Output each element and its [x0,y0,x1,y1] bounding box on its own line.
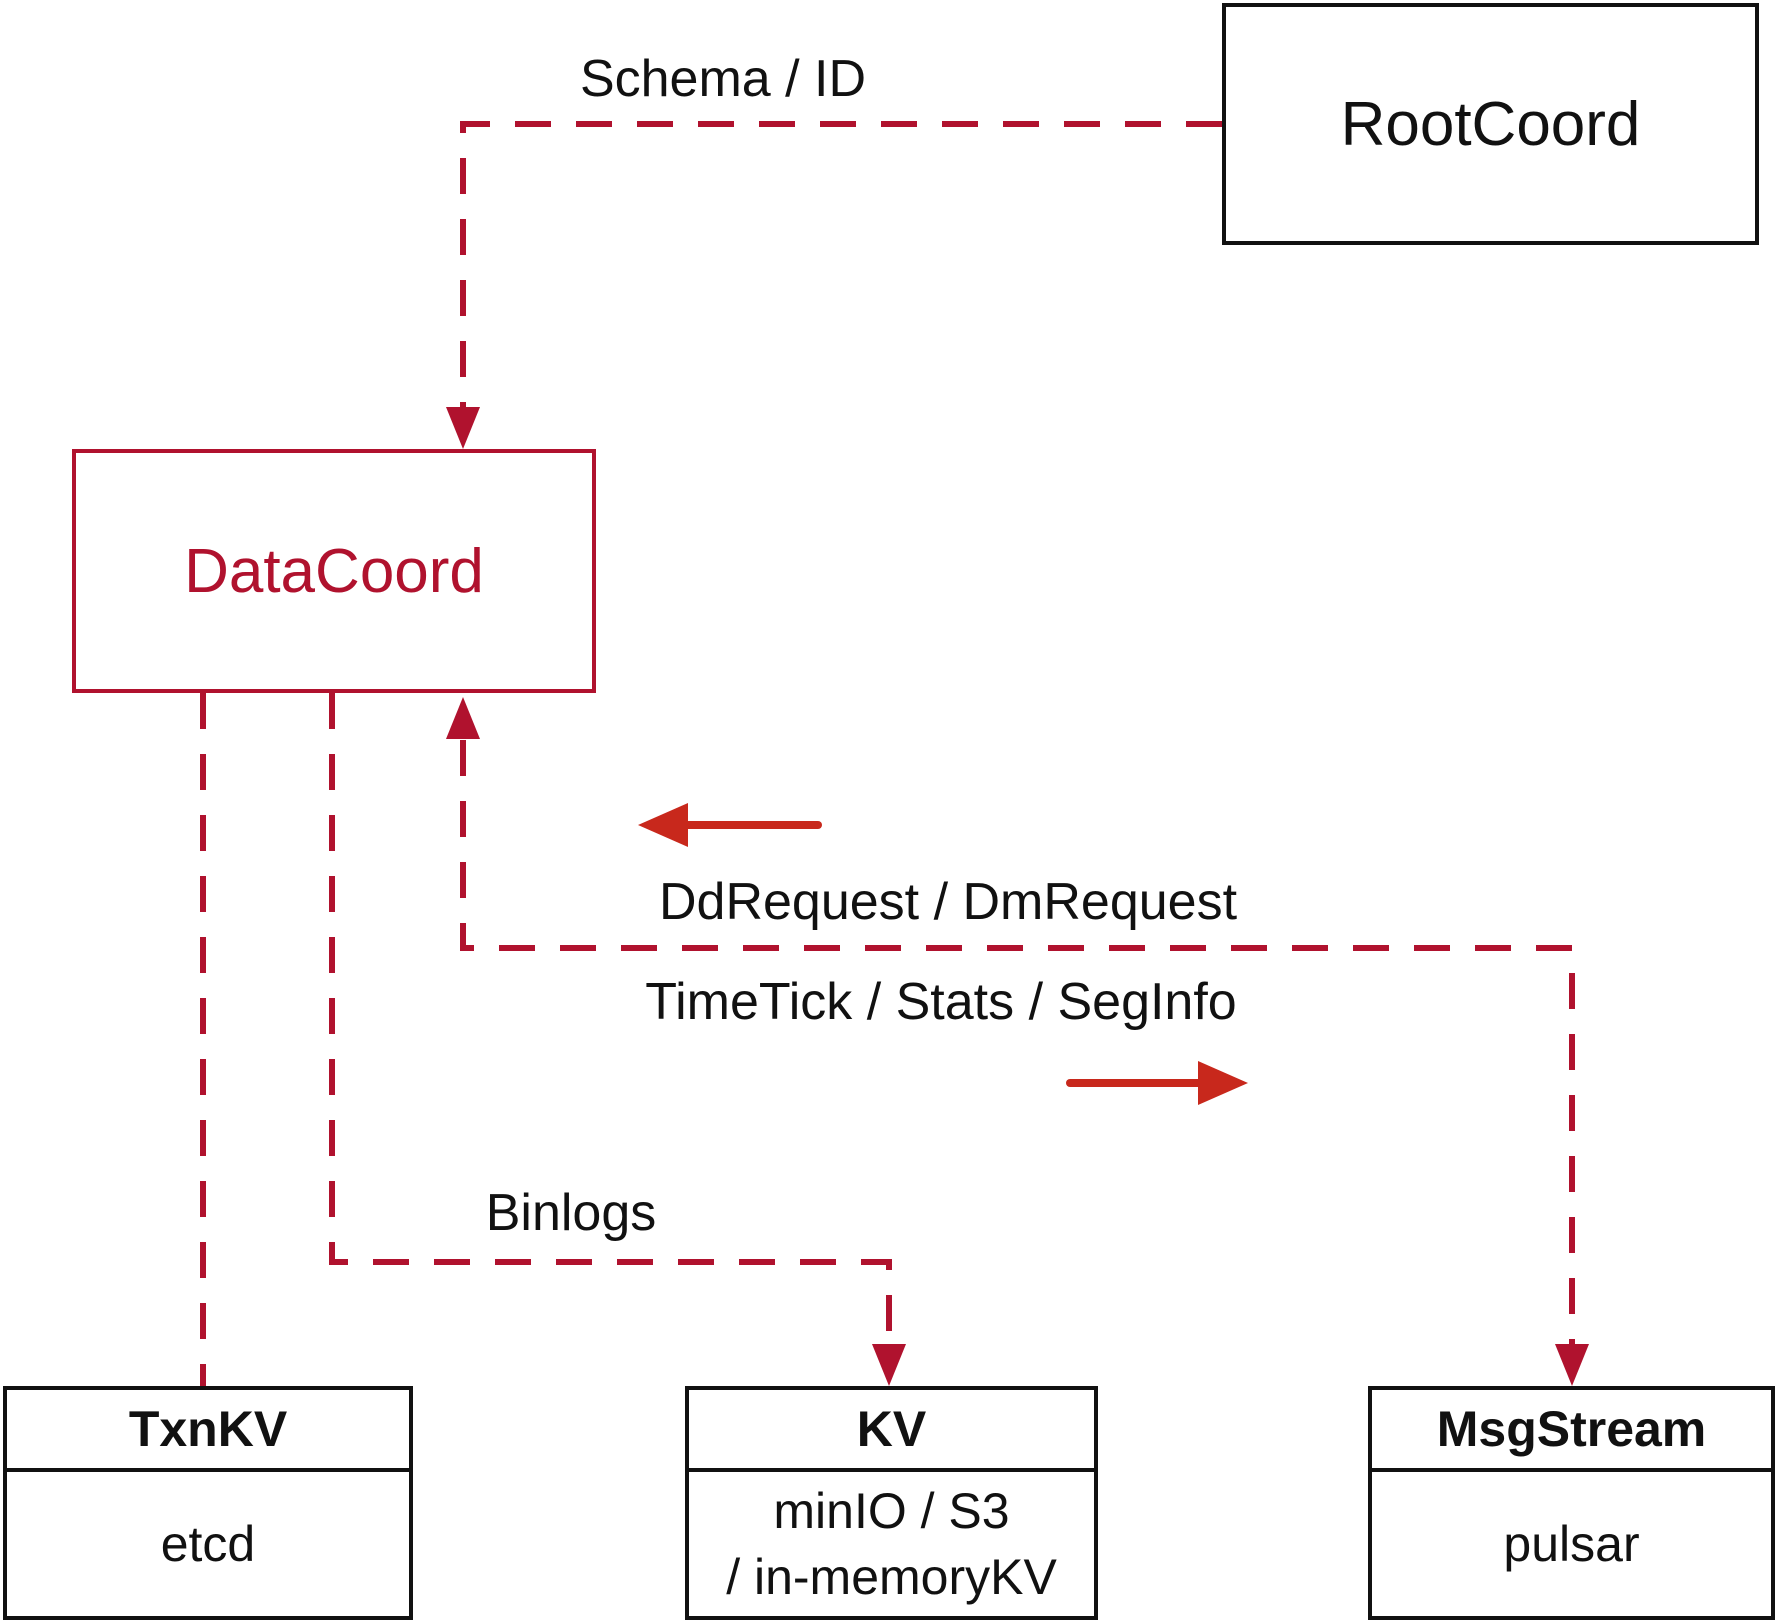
kv-box: KV minIO / S3 / in-memoryKV [685,1386,1098,1620]
kv-body: minIO / S3 / in-memoryKV [689,1472,1094,1616]
txnkv-impl: etcd [160,1516,256,1572]
flow-arrow-left-head [638,803,688,847]
edge-label-binlogs: Binlogs [485,1184,657,1242]
edge-label-timetick-stats-seginfo: TimeTick / Stats / SegInfo [645,973,1237,1031]
arrowhead-into-kv-top [872,1344,906,1386]
arrowhead-into-msgstream-top [1555,1344,1589,1386]
rootcoord-box: RootCoord [1222,3,1759,245]
kv-title: KV [856,1401,927,1457]
rootcoord-title: RootCoord [1340,89,1641,159]
datacoord-title: DataCoord [184,536,484,606]
edge-msgstream-datacoord [460,740,1575,1344]
kv-header: KV [689,1390,1094,1472]
msgstream-impl: pulsar [1503,1516,1640,1572]
msgstream-box: MsgStream pulsar [1368,1386,1775,1620]
txnkv-box: TxnKV etcd [3,1386,413,1620]
txnkv-title: TxnKV [128,1401,288,1457]
msgstream-header: MsgStream [1372,1390,1771,1472]
arrowhead-into-datacoord-top [446,407,480,449]
msgstream-body: pulsar [1372,1472,1771,1616]
flow-arrow-right-head [1198,1061,1248,1105]
msgstream-title: MsgStream [1436,1401,1707,1457]
kv-impl-line2: / in-memoryKV [726,1549,1057,1605]
arrowhead-into-datacoord-bottom [446,697,480,739]
edge-rootcoord-to-datacoord [460,121,1222,441]
kv-impl-line1: minIO / S3 [773,1483,1010,1539]
datacoord-box: DataCoord [72,449,596,693]
txnkv-body: etcd [7,1472,409,1616]
edge-label-schema-id: Schema / ID [579,50,867,108]
txnkv-header: TxnKV [7,1390,409,1472]
edge-label-dd-dm-request: DdRequest / DmRequest [658,873,1238,931]
